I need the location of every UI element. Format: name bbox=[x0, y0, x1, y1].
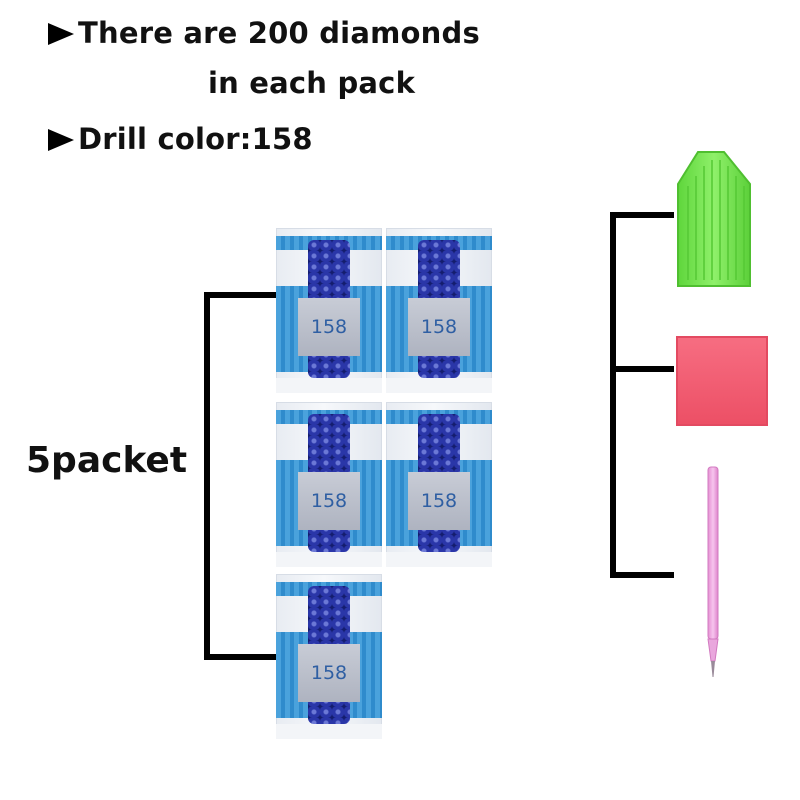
info-line-3-text: Drill color:158 bbox=[78, 122, 313, 156]
right-bracket-arm-wax bbox=[610, 366, 674, 372]
info-line-diamond-count-continued: in each pack bbox=[208, 66, 415, 100]
right-bracket-arm-tray bbox=[610, 212, 674, 218]
wax-pad-icon bbox=[676, 336, 768, 426]
left-bracket-vertical bbox=[204, 292, 210, 660]
pack-color-code: 158 bbox=[420, 316, 458, 338]
info-line-drill-color: Drill color:158 bbox=[48, 122, 313, 156]
left-bracket-top-arm bbox=[204, 292, 276, 298]
right-bracket-arm-pen bbox=[610, 572, 674, 578]
left-bracket-bottom-arm bbox=[204, 654, 276, 660]
pack-color-code: 158 bbox=[310, 316, 348, 338]
diamond-pack: 158 bbox=[276, 228, 382, 393]
packet-count-label: 5packet bbox=[26, 440, 188, 481]
pack-color-code: 158 bbox=[310, 662, 348, 684]
right-bracket-vertical bbox=[610, 212, 616, 578]
info-line-1-text: There are 200 diamonds bbox=[78, 16, 480, 50]
info-line-2-text: in each pack bbox=[208, 66, 416, 100]
diamond-pack: 158 bbox=[386, 228, 492, 393]
diamond-pack: 158 bbox=[386, 402, 492, 567]
diamond-pack: 158 bbox=[276, 574, 382, 739]
diamond-pack: 158 bbox=[276, 402, 382, 567]
right-triangle-icon bbox=[48, 129, 74, 151]
pack-color-code: 158 bbox=[310, 490, 348, 512]
drill-pen-icon bbox=[700, 465, 726, 680]
pack-color-code: 158 bbox=[420, 490, 458, 512]
pen-tray-icon bbox=[676, 150, 752, 288]
info-line-diamond-count: There are 200 diamonds bbox=[48, 16, 480, 50]
right-triangle-icon bbox=[48, 23, 74, 45]
